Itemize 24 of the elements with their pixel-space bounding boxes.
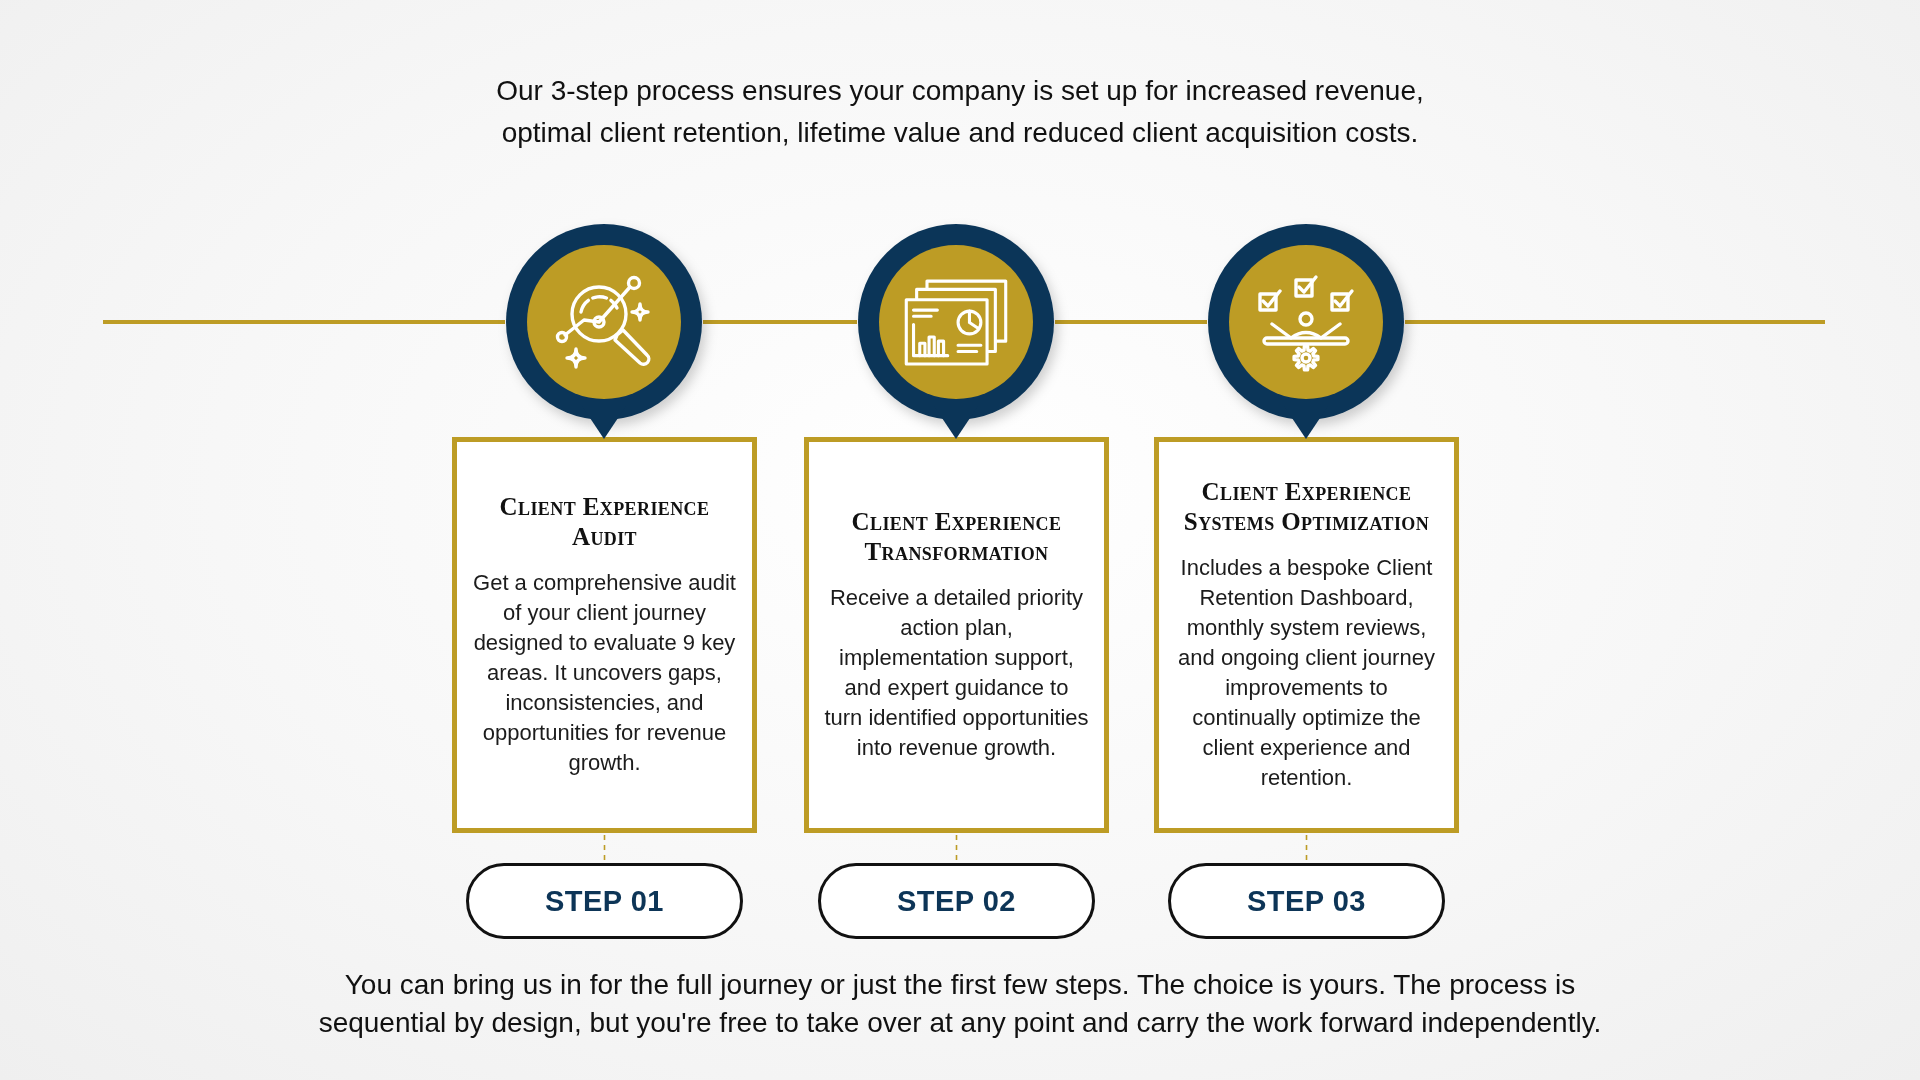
card-description: Get a comprehensive audit of your client journey designed to evaluate 9 key areas. It uncovers gaps, inconsistencies, and opportunities for revenue growth. <box>472 569 737 777</box>
intro-text: Our 3-step process ensures your company is set up for increased revenue, optimal client retention, lifetime value and reduced client acquisition costs. <box>495 74 1425 150</box>
timeline-line <box>1055 320 1207 324</box>
pin-marker <box>858 224 1054 420</box>
card-heading: Client Experience Transformation <box>850 507 1063 567</box>
step-pill: STEP 03 <box>1168 863 1445 939</box>
card-heading: Client Experience Audit <box>498 492 711 552</box>
card-heading: Client Experience Systems Optimization <box>1182 477 1431 537</box>
dashed-connector <box>1305 834 1308 862</box>
pin-marker <box>1208 224 1404 420</box>
dashed-connector <box>955 834 958 862</box>
pin-marker <box>506 224 702 420</box>
timeline-line <box>703 320 857 324</box>
dashed-connector <box>603 834 606 862</box>
step-card <box>1154 437 1459 833</box>
closing-text: You can bring us in for the full journey or just the first few steps. The choice is yours. The process is sequential by design, but you're free to take over at any point and carry the work forward independently. <box>317 968 1603 1040</box>
timeline-line <box>103 320 505 324</box>
step-card <box>452 437 757 833</box>
step-pill: STEP 02 <box>818 863 1095 939</box>
card-description: Receive a detailed priority action plan, implementation support, and expert guidance to turn identified opportunities into revenue growth. <box>823 584 1090 762</box>
card-description: Includes a bespoke Client Retention Dashboard, monthly system reviews, and ongoing client journey improvements to continually optimize the client experience and retention. <box>1177 554 1436 792</box>
timeline-line <box>1405 320 1825 324</box>
step-pill: STEP 01 <box>466 863 743 939</box>
step-card <box>804 437 1109 833</box>
